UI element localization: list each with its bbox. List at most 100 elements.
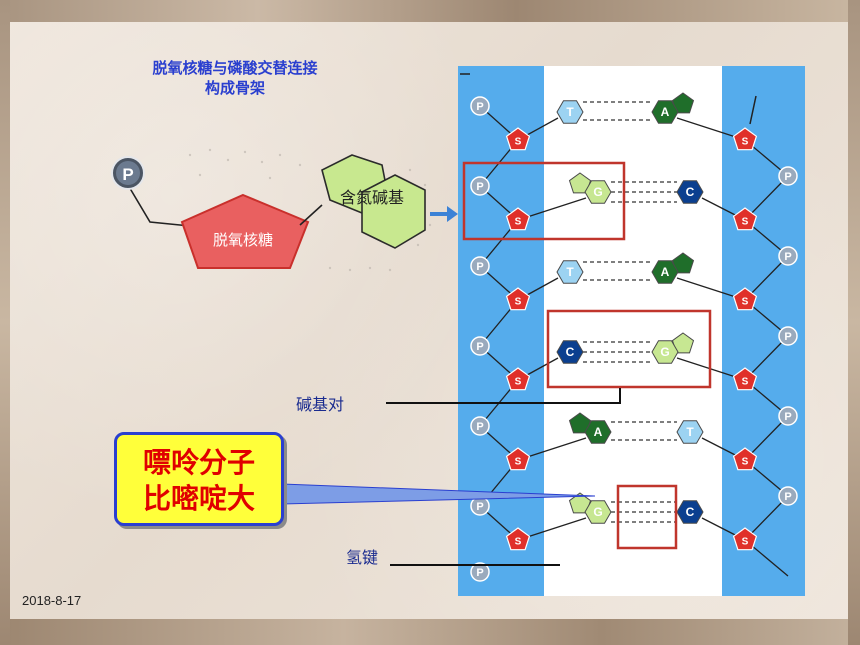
left-phosphate-2-label: P (476, 261, 483, 273)
phosphate-sugar-bond (127, 184, 191, 227)
base-right-0-ring5 (671, 92, 695, 114)
left-phosphate-3 (470, 336, 490, 356)
base-left-2-label: T (566, 265, 574, 279)
deoxyribose-label: 脱氧核糖 (213, 231, 273, 249)
left-sugar-2 (505, 287, 531, 311)
base-right-3-ring5 (671, 332, 695, 354)
left-sugar-3-label: S (515, 377, 522, 388)
right-phosphate-4 (778, 486, 798, 506)
right-sugar-1 (732, 207, 758, 231)
left-sugar-1 (505, 207, 531, 231)
base-left-1-ring5 (568, 172, 592, 194)
base-right-2-ring5 (671, 252, 695, 274)
right-phosphate-1-label: P (784, 251, 791, 263)
strand-end-right (749, 95, 757, 125)
base-right-0 (651, 100, 679, 124)
base-right-4-label: T (686, 425, 694, 439)
right-sugar-3 (732, 367, 758, 391)
nucleotide-highlight-box (462, 161, 626, 241)
base-right-1 (676, 180, 704, 204)
base-right-1-label: C (686, 185, 695, 199)
right-sugar-4 (732, 447, 758, 471)
right-phosphate-4-label: P (784, 491, 791, 503)
right-sugar-2 (732, 287, 758, 311)
base-pair-highlight-box (546, 309, 712, 389)
backbone-title: 脱氧核糖与磷酸交替连接 构成骨架 (90, 58, 380, 98)
callout-line-2: 比嘧啶大 (142, 482, 255, 515)
left-phosphate-1 (470, 176, 490, 196)
left-sugar-2-label: S (515, 297, 522, 308)
right-phosphate-3-label: P (784, 411, 791, 423)
slide-border-right (848, 0, 860, 645)
hydrogen-bond-highlight-box (616, 484, 678, 550)
sugar-base-bond (299, 204, 323, 226)
base-pair-label: 碱基对 (296, 395, 345, 414)
right-sugar-5 (732, 527, 758, 551)
base-right-3 (651, 340, 679, 364)
left-phosphate-4 (470, 416, 490, 436)
callout-line-1: 嘌呤分子 (142, 446, 255, 479)
base-left-5-label: G (593, 505, 602, 519)
label-leaders (281, 388, 621, 566)
left-sugar-5-label: S (515, 537, 522, 548)
left-sugar-0-label: S (515, 137, 522, 148)
hydrogen-bond-label: 氢键 (346, 548, 379, 567)
deoxyribose-pentagon (180, 193, 310, 269)
left-phosphate-end-label: P (476, 567, 483, 579)
left-phosphate-3-label: P (476, 341, 483, 353)
arrow-right-icon (430, 206, 458, 222)
left-sugar-3 (505, 367, 531, 391)
right-sugar-4-label: S (742, 457, 749, 468)
base-label: 含氮碱基 (340, 188, 404, 207)
right-sugar-1-label: S (742, 217, 749, 228)
base-right-5-label: C (686, 505, 695, 519)
slide-border-top (0, 0, 860, 22)
left-phosphate-0-label: P (476, 101, 483, 113)
base-left-4-label: A (594, 425, 603, 439)
left-sugar-1-label: S (515, 217, 522, 228)
base-right-2-label: A (661, 265, 670, 279)
left-sugar-0 (505, 127, 531, 151)
slide-border-left (0, 0, 10, 645)
left-phosphate-5-label: P (476, 501, 483, 513)
left-phosphate-2 (470, 256, 490, 276)
left-sugar-5 (505, 527, 531, 551)
slide-date: 2018-8-17 (22, 593, 82, 608)
phosphate-inner (116, 161, 140, 185)
left-phosphate-1-label: P (476, 181, 483, 193)
base-left-4-ring5 (568, 412, 592, 434)
base-left-5 (584, 500, 612, 524)
right-sugar-0 (732, 127, 758, 151)
phosphate-label: P (122, 165, 133, 184)
base-pair-leader-line (386, 388, 621, 404)
right-phosphate-0 (778, 166, 798, 186)
base-left-5-ring5 (568, 492, 592, 514)
base-right-0-label: A (661, 105, 670, 119)
right-sugar-5-label: S (742, 537, 749, 548)
right-phosphate-0-label: P (784, 171, 791, 183)
base-left-1-label: G (593, 185, 602, 199)
base-hexagon-ring (361, 174, 426, 249)
slide-border-bottom (0, 619, 860, 645)
purine-callout: 嘌呤分子 比嘧啶大 (114, 432, 284, 526)
right-phosphate-2 (778, 326, 798, 346)
base-left-3 (556, 340, 584, 364)
left-phosphate-end (470, 562, 490, 582)
right-phosphate-2-label: P (784, 331, 791, 343)
nucleotide-illustration: P 脱氧核糖 含氮碱基 (111, 148, 458, 272)
left-sugar-4 (505, 447, 531, 471)
base-right-4 (676, 420, 704, 444)
base-left-2 (556, 260, 584, 284)
base-left-0-label: T (566, 105, 574, 119)
left-phosphate-4-label: P (476, 421, 483, 433)
right-sugar-2-label: S (742, 297, 749, 308)
backbone-title-line-2: 构成骨架 (204, 79, 265, 97)
backbone-title-line-1: 脱氧核糖与磷酸交替连接 (152, 59, 318, 77)
right-phosphate-3 (778, 406, 798, 426)
base-left-3-label: C (566, 345, 575, 359)
base-right-2 (651, 260, 679, 284)
base-left-0 (556, 100, 584, 124)
right-phosphate-1 (778, 246, 798, 266)
left-backbone-band (458, 66, 544, 596)
